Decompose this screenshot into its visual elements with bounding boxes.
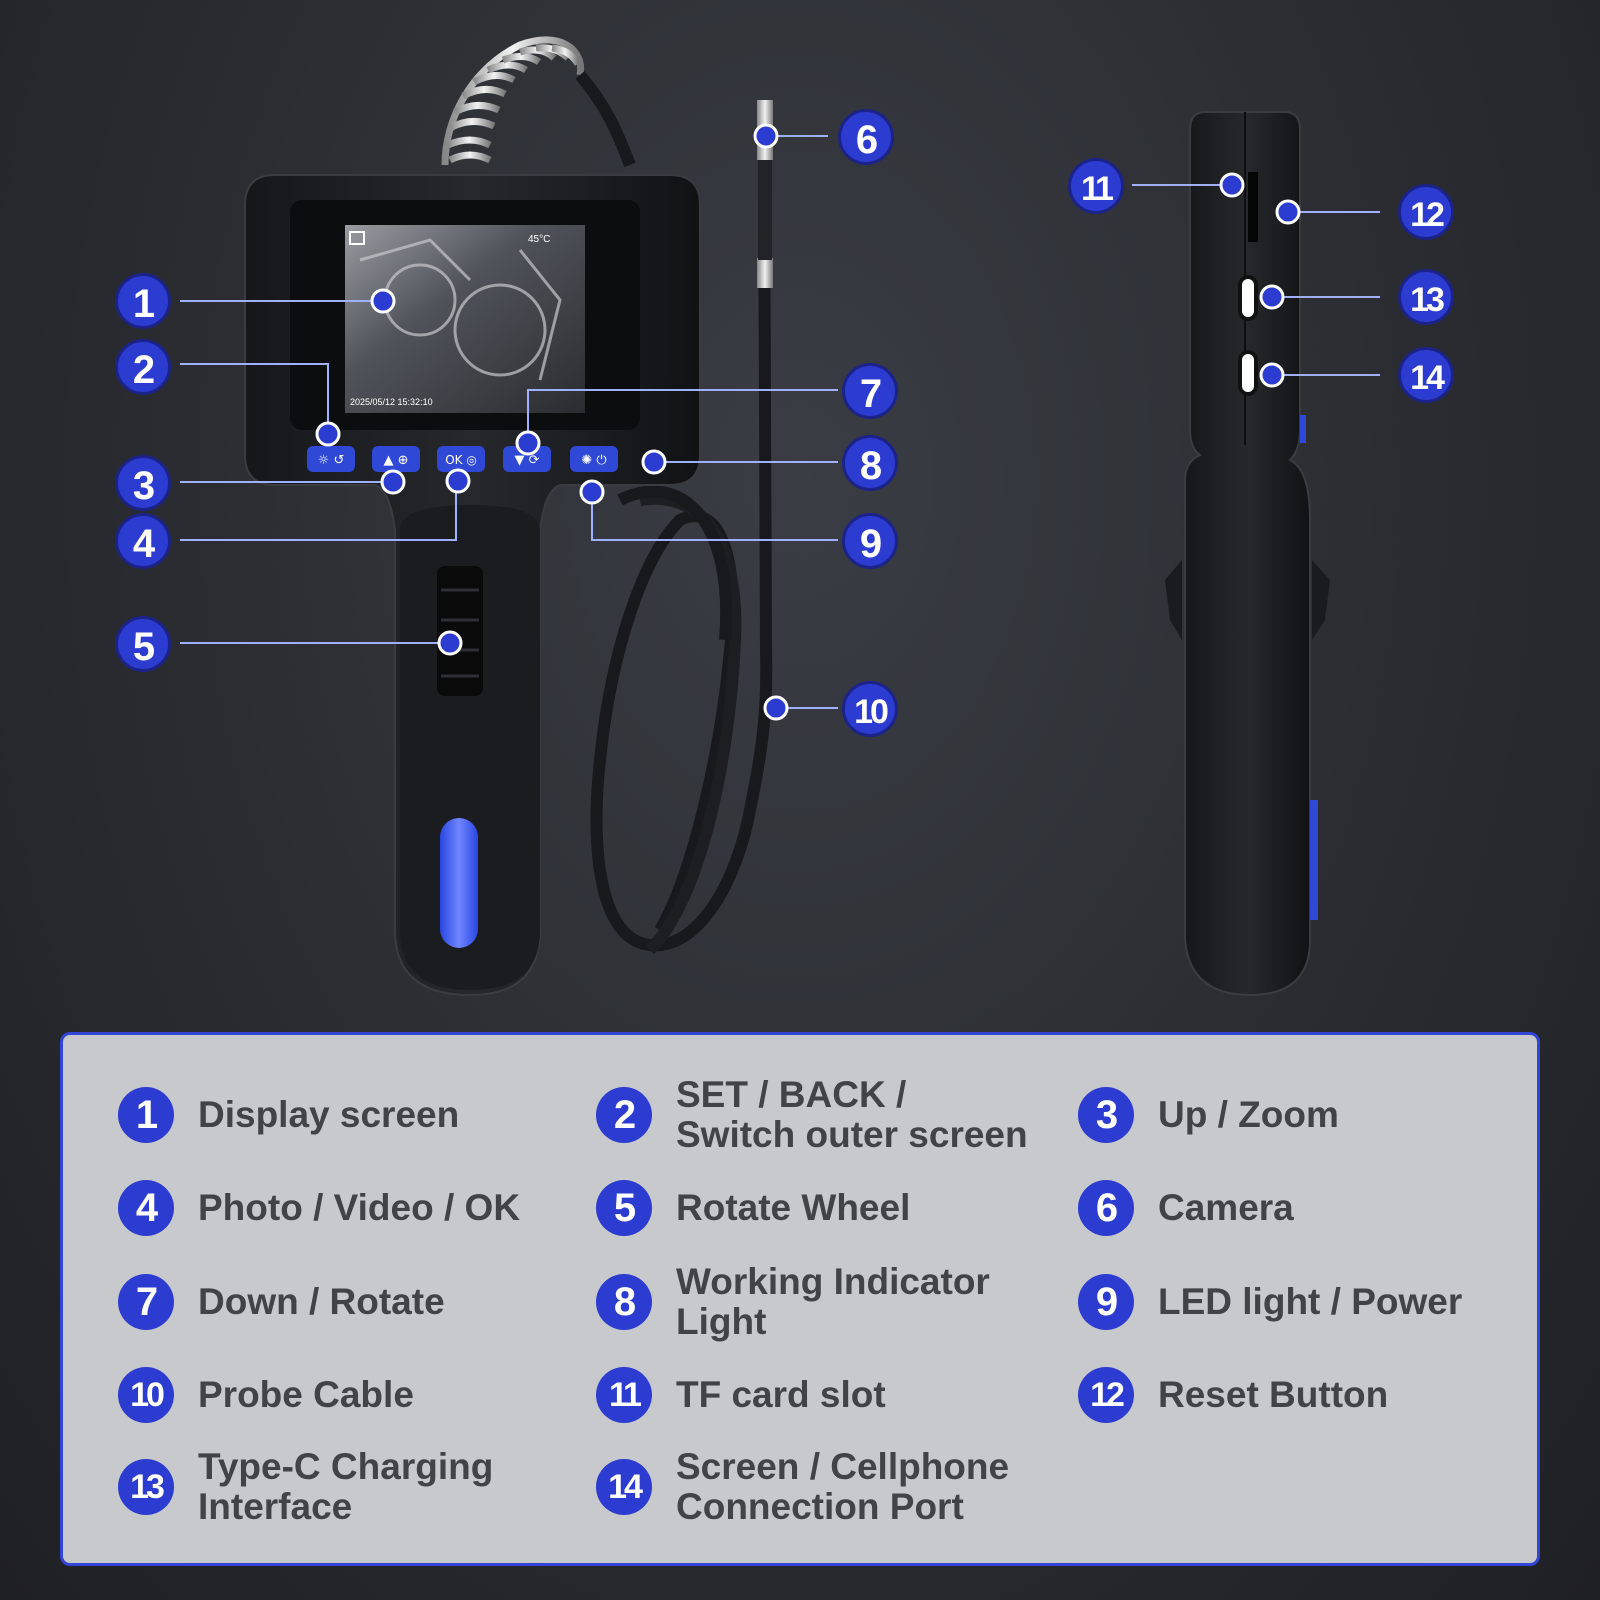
probe-cable xyxy=(575,71,773,955)
legend-item: 4 Photo / Video / OK xyxy=(118,1168,520,1248)
legend-label: TF card slot xyxy=(676,1374,886,1415)
callout-4: 4 xyxy=(115,513,171,569)
usb-port xyxy=(1238,350,1258,396)
down-rotate-button[interactable] xyxy=(503,446,551,472)
legend-label: Camera xyxy=(1158,1187,1294,1228)
tf-card-slot xyxy=(1248,172,1258,242)
callout-13: 13 xyxy=(1398,269,1454,325)
legend-item: 7 Down / Rotate xyxy=(118,1262,445,1342)
legend-number: 8 xyxy=(596,1274,652,1330)
grip-accent xyxy=(440,818,478,948)
set-back-button[interactable] xyxy=(307,446,355,472)
callout-12: 12 xyxy=(1398,184,1454,240)
legend-item: 10 Probe Cable xyxy=(118,1355,414,1435)
legend-label: Down / Rotate xyxy=(198,1281,445,1322)
legend-item: 1 Display screen xyxy=(118,1075,459,1155)
legend-label: Screen / Cellphone Connection Port xyxy=(676,1446,1010,1527)
callout-10: 10 xyxy=(842,681,898,737)
led-power-button[interactable] xyxy=(570,446,618,472)
legend-label: Type-C Charging Interface xyxy=(198,1446,494,1527)
legend-label: Reset Button xyxy=(1158,1374,1389,1415)
callout-8: 8 xyxy=(842,435,898,491)
svg-text:✺ ⏻: ✺ ⏻ xyxy=(581,453,606,468)
up-zoom-button[interactable] xyxy=(372,446,420,472)
legend-label: SET / BACK / Switch outer screen xyxy=(676,1074,1028,1155)
legend-number: 4 xyxy=(118,1180,174,1236)
camera-mode-icon xyxy=(349,231,365,245)
device-drawing: 45°C 2025/05/12 15:32:10 ☼ ↺ ▲ ⊕ OK ◎ ▼ … xyxy=(180,36,1380,997)
callout-1: 1 xyxy=(115,273,171,329)
legend-label: Probe Cable xyxy=(198,1374,414,1415)
type-c-port xyxy=(1238,275,1258,321)
legend-number: 2 xyxy=(596,1087,652,1143)
screen-timestamp: 2025/05/12 15:32:10 xyxy=(350,397,433,407)
callout-lines xyxy=(180,135,1380,709)
callout-7: 7 xyxy=(842,363,898,419)
legend-label: Photo / Video / OK xyxy=(198,1187,521,1228)
legend-number: 6 xyxy=(1078,1180,1134,1236)
legend-label: Up / Zoom xyxy=(1158,1094,1339,1135)
legend-item: 8 Working Indicator Light xyxy=(596,1262,990,1342)
legend-number: 11 xyxy=(596,1367,652,1423)
product-illustration: 45°C 2025/05/12 15:32:10 ☼ ↺ ▲ ⊕ OK ◎ ▼ … xyxy=(115,36,1454,997)
legend-item: 2 SET / BACK / Switch outer screen xyxy=(596,1075,1028,1155)
svg-text:☼ ↺: ☼ ↺ xyxy=(318,453,345,468)
callout-11: 11 xyxy=(1068,158,1124,214)
cable-ferrule xyxy=(757,258,773,288)
legend-number: 3 xyxy=(1078,1087,1134,1143)
callout-9: 9 xyxy=(842,513,898,569)
legend-number: 14 xyxy=(596,1459,652,1515)
ok-photo-button[interactable] xyxy=(437,446,485,472)
svg-text:OK ◎: OK ◎ xyxy=(445,453,477,467)
legend-label: Working Indicator Light xyxy=(676,1261,990,1342)
front-buttons: ☼ ↺ ▲ ⊕ OK ◎ ▼ ⟳ ✺ ⏻ xyxy=(307,446,658,472)
legend-number: 1 xyxy=(118,1087,174,1143)
legend-number: 9 xyxy=(1078,1274,1134,1330)
legend-number: 12 xyxy=(1078,1367,1134,1423)
legend-item: 14 Screen / Cellphone Connection Port xyxy=(596,1447,1009,1527)
legend-item: 13 Type-C Charging Interface xyxy=(118,1447,493,1527)
legend-label: Display screen xyxy=(198,1094,460,1135)
callout-dots xyxy=(315,123,1301,721)
callout-3: 3 xyxy=(115,455,171,511)
cable-spring xyxy=(441,36,585,166)
legend-label: LED light / Power xyxy=(1158,1281,1463,1322)
legend-number: 7 xyxy=(118,1274,174,1330)
device-side xyxy=(1165,111,1330,997)
legend-number: 13 xyxy=(118,1459,174,1515)
svg-text:▲ ⊕: ▲ ⊕ xyxy=(383,453,408,468)
legend-panel: 1 Display screen 2 SET / BACK / Switch o… xyxy=(60,1032,1540,1566)
legend-label: Rotate Wheel xyxy=(676,1187,911,1228)
legend-item: 3 Up / Zoom xyxy=(1078,1075,1339,1155)
callout-2: 2 xyxy=(115,339,171,395)
callout-6: 6 xyxy=(838,109,894,165)
svg-text:▼ ⟳: ▼ ⟳ xyxy=(514,453,539,468)
legend-item: 11 TF card slot xyxy=(596,1355,886,1435)
callout-5: 5 xyxy=(115,616,171,672)
legend-item: 6 Camera xyxy=(1078,1168,1294,1248)
device-front: 45°C 2025/05/12 15:32:10 xyxy=(244,174,701,997)
legend-number: 5 xyxy=(596,1180,652,1236)
legend-item: 5 Rotate Wheel xyxy=(596,1168,910,1248)
callout-14: 14 xyxy=(1398,347,1454,403)
legend-item: 9 LED light / Power xyxy=(1078,1262,1462,1342)
screen-temperature: 45°C xyxy=(528,234,550,245)
legend-number: 10 xyxy=(118,1367,174,1423)
rotate-wheel xyxy=(437,566,483,696)
legend-item: 12 Reset Button xyxy=(1078,1355,1388,1435)
